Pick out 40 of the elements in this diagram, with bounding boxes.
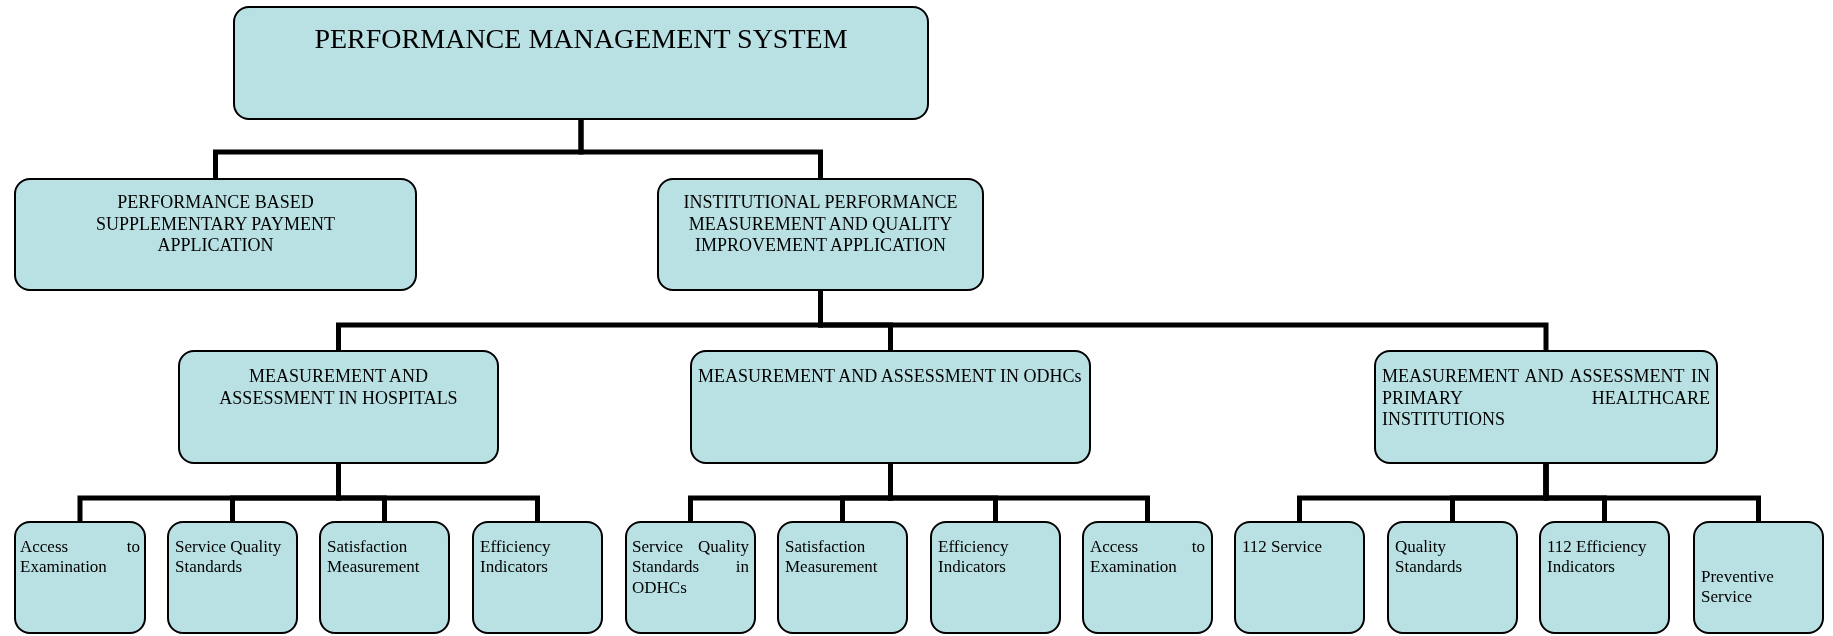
node-label: MEASUREMENT AND ASSESSMENT IN PRIMARY HEALTHCARE INSTITUTIONS <box>1382 366 1710 431</box>
node-label: Preventive Service <box>1701 567 1775 608</box>
node-box <box>1539 521 1670 634</box>
node-box <box>14 521 146 634</box>
node-label: Efficiency Indicators <box>938 537 1010 578</box>
node-label: Satisfaction Measurement <box>785 537 879 578</box>
node-label: Service Quality Standards in ODHCs <box>632 537 749 599</box>
node-label: Access to Examination <box>20 537 140 578</box>
node-box <box>14 178 417 291</box>
connector-line <box>578 120 823 178</box>
connector-line <box>888 464 1150 521</box>
node-label: PERFORMANCE BASED SUPPLEMENTARY PAYMENT APPLICATION <box>94 192 337 257</box>
node-box <box>167 521 298 634</box>
node-box <box>690 350 1091 464</box>
node-label: Service Quality Standards <box>175 537 283 578</box>
node-box <box>472 521 603 634</box>
node-label: Quality Standards <box>1395 537 1464 578</box>
node-label: INSTITUTIONAL PERFORMANCE MEASUREMENT AND QUALITY IMPROVEMENT APPLICATION <box>682 192 959 257</box>
node-box <box>1234 521 1365 634</box>
node-box <box>657 178 984 291</box>
node-box <box>1374 350 1718 464</box>
node-label: PERFORMANCE MANAGEMENT SYSTEM <box>313 22 849 56</box>
node-label: 112 Efficiency Indicators <box>1547 537 1648 578</box>
node-box <box>178 350 499 464</box>
node-box <box>777 521 908 634</box>
connector-line <box>336 464 540 521</box>
node-box <box>319 521 450 634</box>
node-box <box>1693 521 1824 634</box>
node-label: MEASUREMENT AND ASSESSMENT IN HOSPITALS <box>218 366 459 410</box>
node-label: Access to Examination <box>1090 537 1205 578</box>
node-label: 112 Service <box>1242 537 1324 558</box>
node-box <box>930 521 1061 634</box>
node-box <box>625 521 756 634</box>
connector-line <box>1543 464 1761 521</box>
node-label: MEASUREMENT AND ASSESSMENT IN ODHCs <box>698 366 1083 388</box>
node-box <box>233 6 929 120</box>
node-box <box>1082 521 1213 634</box>
node-label: Satisfaction Measurement <box>327 537 421 578</box>
node-label: Efficiency Indicators <box>480 537 552 578</box>
node-box <box>1387 521 1518 634</box>
